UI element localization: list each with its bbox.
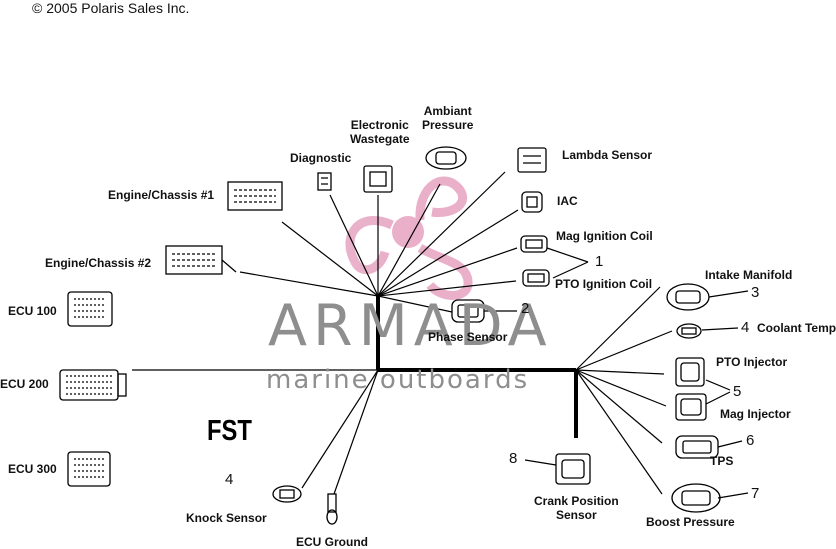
lambda-sensor-connector [517,147,547,173]
mag-injector-connector [675,393,707,421]
label-line: Sensor [556,508,597,522]
label-mag-injector: Mag Injector [720,407,791,421]
label-electronic-wastegate: Electronic Wastegate [350,118,410,146]
label-intake-manifold: Intake Manifold [705,268,793,282]
phase-sensor-connector [451,299,485,323]
label-engine-chassis-1: Engine/Chassis #1 [108,188,215,202]
label-iac: IAC [557,194,578,208]
label-ecu-ground: ECU Ground [296,535,368,549]
label-ecu-200: ECU 200 [0,377,49,391]
callout-7: 7 [751,485,760,502]
label-diagnostic: Diagnostic [290,151,352,165]
diagnostic-connector [317,172,332,191]
watermark-tagline: marine outboards [266,365,530,395]
engine-chassis-2-connector [165,245,237,275]
callout-5: 5 [733,383,742,400]
callout-8: 8 [509,450,518,467]
ecu-200-connector [59,369,127,401]
callout-6: 6 [746,432,755,449]
harness-branches [132,171,749,499]
pto-ignition-coil-connector [522,269,550,287]
label-boost-pressure: Boost Pressure [646,515,735,529]
callout-2: 2 [521,300,530,317]
label-line: Crank Position [534,494,619,508]
ecu-ground-terminal [326,493,338,525]
callout-4-coolant: 4 [741,319,750,336]
label-mag-ignition-coil: Mag Ignition Coil [556,229,653,243]
label-line: Ambiant [423,104,472,118]
ambient-pressure-connector [425,146,467,170]
watermark-brand: ARMADA [268,293,553,359]
label-knock-sensor: Knock Sensor [186,511,267,525]
ecu-300-connector [67,451,111,487]
knock-sensor-connector [272,485,302,503]
mag-ignition-coil-connector [520,235,548,253]
label-engine-chassis-2: Engine/Chassis #2 [45,256,152,270]
label-lambda-sensor: Lambda Sensor [562,148,653,162]
crank-position-connector [555,453,591,485]
coolant-temp-connector [676,323,702,339]
label-ambient-pressure: Ambiant Pressure [422,104,473,132]
callout-4-knock: 4 [225,471,234,488]
wastegate-connector [363,165,393,193]
callout-3: 3 [751,284,760,301]
label-crank-position-sensor: Crank Position Sensor [534,494,619,522]
label-ecu-300: ECU 300 [8,462,57,476]
label-line: Electronic [350,118,409,132]
diagram-title: FST [207,415,252,447]
label-ecu-100: ECU 100 [8,304,57,318]
tps-connector [675,435,719,459]
iac-connector [521,191,543,213]
label-coolant-temp: Coolant Temp [757,321,836,335]
ecu-100-connector [67,291,113,327]
label-pto-injector: PTO Injector [716,355,788,369]
watermark-logo-icon [345,176,473,300]
boost-pressure-connector [671,483,721,513]
label-line: Wastegate [350,132,410,146]
copyright-text: © 2005 Polaris Sales Inc. [32,0,190,16]
label-pto-ignition-coil: PTO Ignition Coil [555,277,653,291]
intake-manifold-connector [666,283,710,311]
engine-chassis-1-connector [227,181,283,211]
callout-1: 1 [595,253,604,270]
label-phase-sensor: Phase Sensor [428,330,508,344]
label-line: Pressure [422,118,474,132]
pto-injector-connector [675,357,705,387]
label-tps: TPS [710,454,734,468]
main-harness [376,296,578,438]
